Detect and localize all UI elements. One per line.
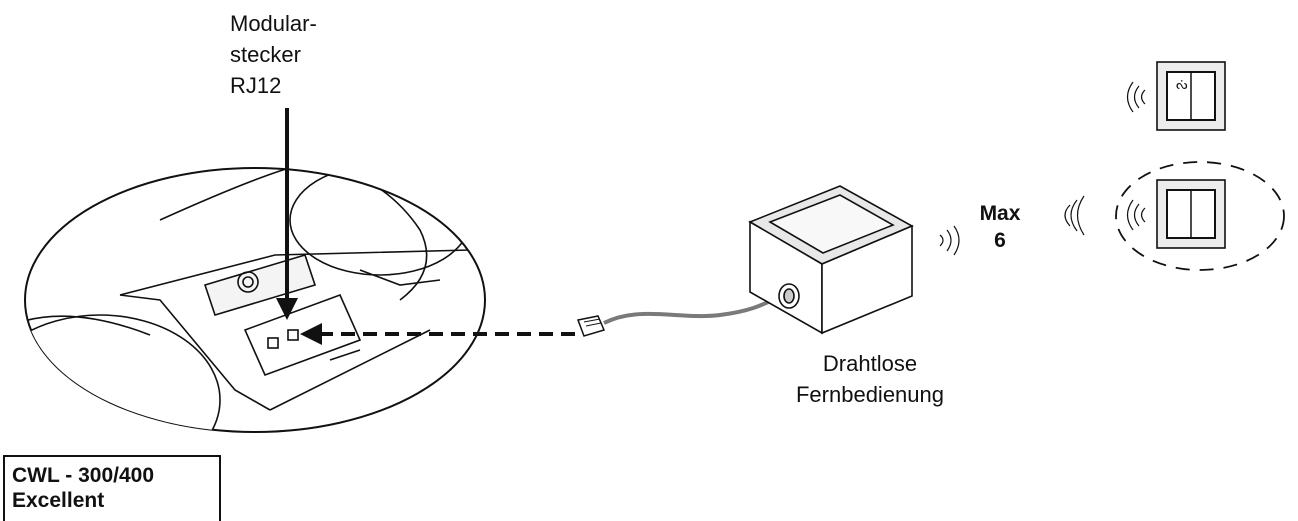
model-label-box: CWL - 300/400 Excellent: [3, 455, 221, 521]
receiver-label: Drahtlose Fernbedienung: [770, 348, 970, 410]
model-variant: Excellent: [12, 489, 105, 512]
max-label-value: 6: [994, 229, 1006, 252]
plug-pointer-arrow: [276, 108, 298, 320]
plug-label-line: stecker: [230, 42, 301, 67]
connection-dashed-arrow: [300, 323, 575, 345]
max-count-label: Max 6: [975, 200, 1025, 254]
plug-label-line: Modular-: [230, 11, 317, 36]
plug-label: Modular- stecker RJ12: [230, 8, 317, 101]
rj12-connector-icon: [576, 315, 606, 337]
max-label-line: Max: [979, 202, 1021, 225]
wireless-receiver-box: [748, 185, 914, 335]
device-detail-oval: [24, 167, 486, 433]
svg-text:ᔔ: ᔔ: [1176, 78, 1188, 93]
selection-dashed-oval: [1115, 161, 1285, 271]
model-name: CWL - 300/400: [12, 464, 155, 487]
remote-control-icon: ᔔ: [1126, 61, 1226, 131]
plug-label-line: RJ12: [230, 73, 282, 98]
remote-control-icon: [1126, 179, 1226, 249]
receiver-label-line: Drahtlose: [822, 351, 918, 376]
receiver-label-line: Fernbedienung: [795, 382, 944, 407]
wireless-signal-icon: [939, 195, 1085, 256]
